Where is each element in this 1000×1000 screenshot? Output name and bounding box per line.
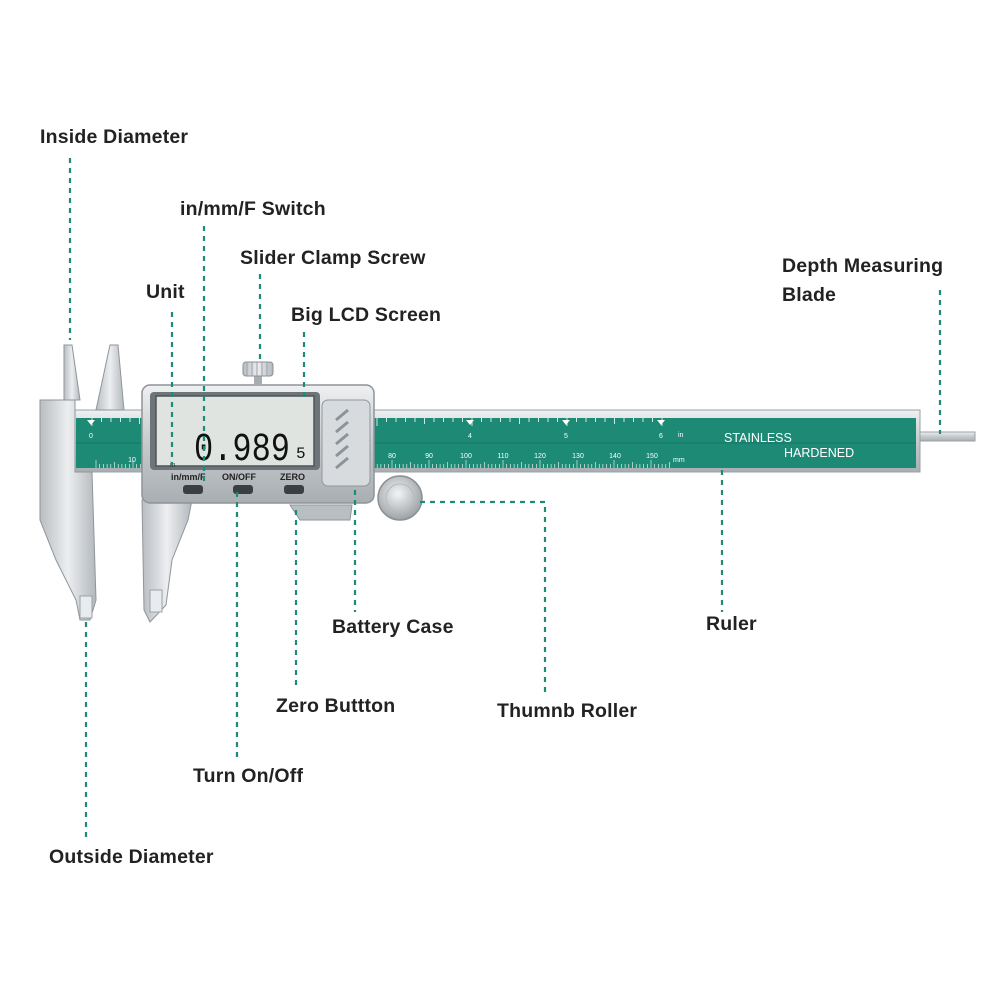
label-ruler: Ruler xyxy=(706,613,757,635)
onoff-button-label: ON/OFF xyxy=(222,472,256,482)
inch-mark-0: 0 xyxy=(89,433,93,440)
mm-mark-120: 120 xyxy=(534,453,546,460)
inch-mark-5: 5 xyxy=(564,433,568,440)
mm-mark-80: 80 xyxy=(388,453,396,460)
inmmf-button-label: in/mm/F xyxy=(171,472,206,482)
slider-clamp-screw[interactable] xyxy=(242,361,274,386)
lcd-screen xyxy=(155,395,315,467)
inside-diameter-jaw xyxy=(95,344,125,411)
zero-button[interactable] xyxy=(284,485,304,494)
mm-unit-label: mm xyxy=(673,457,685,464)
mm-mark-90: 90 xyxy=(425,453,433,460)
label-turn-on-off: Turn On/Off xyxy=(193,765,304,787)
inch-unit-label: in xyxy=(678,432,684,439)
label-depth-blade-line2: Blade xyxy=(782,284,837,306)
label-zero-button: Zero Buttton xyxy=(276,695,396,717)
label-unit: Unit xyxy=(146,281,185,303)
leader-thumb-roller xyxy=(420,500,547,696)
mm-mark-150: 150 xyxy=(646,453,658,460)
inch-triangle-markers xyxy=(87,420,665,425)
label-lcd-screen: Big LCD Screen xyxy=(291,304,442,326)
label-inside-diameter: Inside Diameter xyxy=(40,126,189,148)
inmmf-switch-button[interactable] xyxy=(183,485,203,494)
zero-button-label: ZERO xyxy=(280,472,305,482)
thumb-roller[interactable] xyxy=(377,475,423,521)
onoff-button[interactable] xyxy=(233,485,253,494)
label-clamp-screw: Slider Clamp Screw xyxy=(240,247,426,269)
outside-diameter-jaw xyxy=(141,499,193,623)
ruler-text-stainless: STAINLESS xyxy=(724,431,792,445)
label-outside-diameter: Outside Diameter xyxy=(49,846,214,868)
inch-mark-4: 4 xyxy=(468,433,472,440)
fixed-jaw xyxy=(39,344,97,621)
mm-mark-10: 10 xyxy=(128,457,136,464)
lcd-unit-mark: in xyxy=(170,462,176,469)
mm-mark-100: 100 xyxy=(460,453,472,460)
label-battery-case: Battery Case xyxy=(332,616,454,638)
battery-case[interactable] xyxy=(321,399,371,487)
label-depth-blade-line1: Depth Measuring xyxy=(782,255,944,277)
label-switch: in/mm/F Switch xyxy=(180,198,326,220)
mm-mark-130: 130 xyxy=(572,453,584,460)
inch-mark-6: 6 xyxy=(659,433,663,440)
lcd-reading: 0.989 xyxy=(194,428,290,473)
ruler-text-hardened: HARDENED xyxy=(784,446,854,460)
leader-lines xyxy=(68,158,942,842)
lcd-fraction-mark: 5 xyxy=(296,445,306,463)
label-thumb-roller: Thumnb Roller xyxy=(497,700,638,722)
mm-mark-140: 140 xyxy=(609,453,621,460)
mm-mark-110: 110 xyxy=(497,453,508,460)
